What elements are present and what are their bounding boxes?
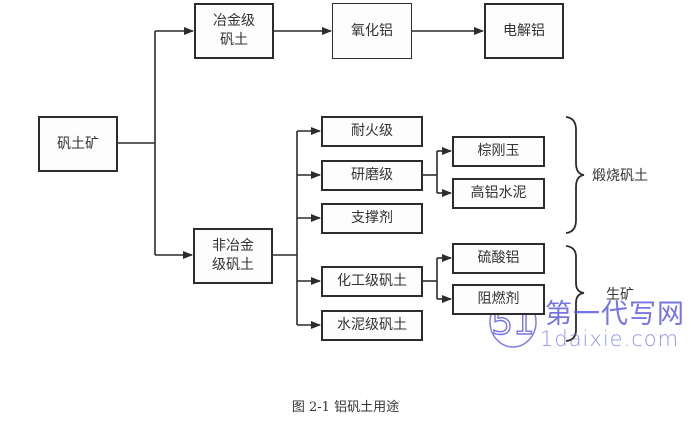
node-metallurgical-label-1: 冶金级: [213, 13, 255, 29]
node-high-alumina-cement-label: 高铝水泥: [470, 185, 527, 201]
node-bauxite-ore-label: 矾土矿: [57, 135, 99, 152]
node-metallurgical-label-2: 矾土: [220, 32, 248, 48]
node-non-metallurgical-label-1: 非冶金: [212, 238, 254, 254]
watermark-url: 1daixie.com: [540, 327, 680, 351]
node-refractory-grade-label: 耐火级: [351, 123, 393, 139]
node-non-metallurgical-label-2: 级矾土: [212, 257, 254, 273]
node-bauxite-ore: 矾土矿: [38, 116, 118, 172]
brace-calcined: [565, 116, 585, 234]
node-cement-grade-bauxite: 水泥级矾土: [321, 310, 423, 341]
node-refractory-grade: 耐火级: [321, 116, 423, 147]
node-brown-corundum-label: 棕刚玉: [477, 143, 520, 159]
node-aluminum-sulfate: 硫酸铝: [452, 243, 545, 274]
node-metallurgical-bauxite: 冶金级 矾土: [194, 3, 274, 59]
node-aluminum-sulfate-label: 硫酸铝: [477, 250, 520, 266]
node-chemical-grade-bauxite: 化工级矾土: [321, 266, 423, 297]
watermark-site-name: 第一代写网: [545, 299, 685, 330]
node-alumina: 氧化铝: [332, 3, 412, 59]
node-proppant: 支撑剂: [321, 203, 423, 234]
brace-raw: [565, 245, 585, 342]
node-flame-retardant: 阻燃剂: [452, 284, 545, 315]
node-flame-retardant-label: 阻燃剂: [477, 291, 520, 307]
node-abrasive-grade: 研磨级: [321, 160, 423, 191]
node-chemical-grade-label: 化工级矾土: [337, 273, 407, 289]
node-proppant-label: 支撑剂: [351, 210, 393, 226]
node-electrolytic-aluminum: 电解铝: [484, 3, 564, 59]
node-alumina-label: 氧化铝: [351, 22, 393, 39]
node-high-alumina-cement: 高铝水泥: [452, 178, 545, 209]
node-non-metallurgical-bauxite: 非冶金 级矾土: [193, 228, 273, 284]
group-label-calcined-bauxite: 煅烧矾土: [592, 168, 648, 184]
node-cement-grade-label: 水泥级矾土: [337, 317, 407, 333]
node-brown-corundum: 棕刚玉: [452, 136, 545, 167]
group-label-raw-ore: 生矿: [606, 287, 634, 303]
node-abrasive-grade-label: 研磨级: [351, 167, 393, 183]
node-electrolytic-aluminum-label: 电解铝: [503, 22, 545, 39]
figure-caption: 图 2-1 铝矾土用途: [291, 400, 400, 415]
